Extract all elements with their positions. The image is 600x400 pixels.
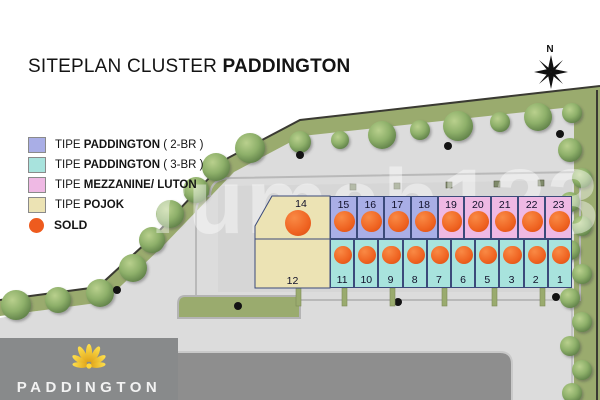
- plot-number: 19: [445, 199, 457, 211]
- plot-18[interactable]: 18: [410, 196, 438, 239]
- plot-5[interactable]: 5: [475, 239, 500, 288]
- title-prefix: SITEPLAN CLUSTER: [28, 56, 223, 77]
- legend-label: TIPE MEZZANINE/ LUTON: [55, 179, 197, 191]
- plot-10[interactable]: 10: [354, 239, 379, 288]
- plot-number: 12: [286, 275, 299, 287]
- sold-marker: [522, 211, 544, 232]
- plot-15[interactable]: 15: [330, 196, 357, 239]
- plot-number: 9: [387, 274, 394, 286]
- title-bold: PADDINGTON: [222, 56, 351, 77]
- sold-marker: [549, 211, 570, 232]
- legend-label: TIPE PADDINGTON ( 2-BR ): [55, 139, 204, 151]
- sold-marker: [334, 211, 355, 232]
- plot-22[interactable]: 22: [518, 196, 546, 239]
- plot-number: 10: [360, 274, 373, 286]
- sold-marker: [406, 246, 425, 265]
- sold-marker: [551, 246, 570, 265]
- sold-marker: [430, 246, 449, 265]
- plot-number: 1: [556, 274, 563, 286]
- legend-swatch-0: [28, 137, 46, 153]
- sold-marker: [468, 211, 490, 232]
- plot-number: 23: [552, 199, 565, 211]
- plot-number: 6: [460, 274, 467, 286]
- sold-marker: [495, 211, 517, 232]
- plot-number: 8: [411, 274, 418, 286]
- page-title: SITEPLAN CLUSTER PADDINGTON: [28, 56, 350, 78]
- north-label: N: [546, 44, 554, 55]
- sold-marker: [414, 211, 436, 232]
- plot-number: 22: [525, 199, 538, 211]
- sold-marker: [334, 246, 353, 265]
- plot-number: 11: [336, 274, 348, 286]
- legend-item: TIPE MEZZANINE/ LUTON: [28, 176, 203, 194]
- plot-19[interactable]: 19: [437, 196, 465, 239]
- sold-marker: [387, 211, 409, 232]
- plot-3[interactable]: 3: [499, 239, 524, 288]
- logo-text: PADDINGTON: [16, 379, 162, 396]
- plot-23[interactable]: 23: [545, 196, 572, 239]
- legend-swatch-sold: [29, 217, 44, 233]
- legend-label: TIPE POJOK: [55, 199, 125, 211]
- sold-marker: [358, 246, 377, 265]
- sold-marker: [479, 246, 498, 265]
- legend-swatch-1: [28, 157, 46, 173]
- plot-9[interactable]: 9: [378, 239, 403, 288]
- sold-marker: [527, 246, 546, 265]
- plot-number: 16: [364, 199, 377, 211]
- plot-2[interactable]: 2: [523, 239, 548, 288]
- plot-21[interactable]: 21: [491, 196, 519, 239]
- plot-12[interactable]: 12: [255, 239, 330, 288]
- compass-star-icon: [534, 55, 568, 89]
- plot-number: 7: [435, 274, 442, 286]
- plot-8[interactable]: 8: [402, 239, 427, 288]
- legend-item: SOLD: [28, 216, 203, 234]
- sold-marker: [503, 246, 522, 265]
- sold-marker: [382, 246, 401, 265]
- plot-number: 21: [498, 199, 511, 211]
- logo: PADDINGTON: [0, 338, 178, 400]
- plot-number: 5: [484, 274, 491, 286]
- plot-number: 17: [391, 199, 404, 211]
- plot-number: 14: [295, 198, 307, 210]
- plot-number: 2: [532, 274, 539, 286]
- plot-number: 20: [472, 199, 484, 211]
- legend-item: TIPE PADDINGTON ( 2-BR ): [28, 136, 203, 154]
- legend-label: TIPE PADDINGTON ( 3-BR ): [55, 159, 204, 171]
- plot-1[interactable]: 1: [547, 239, 572, 288]
- sold-marker: [285, 210, 311, 236]
- plot-11[interactable]: 11: [330, 239, 355, 288]
- plot-16[interactable]: 16: [356, 196, 384, 239]
- plot-20[interactable]: 20: [464, 196, 492, 239]
- plot-number: 18: [418, 199, 430, 211]
- legend-item: TIPE PADDINGTON ( 3-BR ): [28, 156, 203, 174]
- sunburst-petals-icon: [72, 344, 106, 369]
- plot-number: 3: [508, 274, 515, 286]
- plot-number: 15: [337, 199, 350, 211]
- plot-14[interactable]: 14: [272, 196, 330, 239]
- sold-marker: [441, 211, 463, 232]
- plot-7[interactable]: 7: [426, 239, 451, 288]
- legend-swatch-3: [28, 197, 46, 213]
- legend-item: TIPE POJOK: [28, 196, 203, 214]
- sold-marker: [455, 246, 474, 265]
- plot-17[interactable]: 17: [383, 196, 411, 239]
- legend: TIPE PADDINGTON ( 2-BR ) TIPE PADDINGTON …: [28, 136, 203, 236]
- legend-swatch-2: [28, 177, 46, 193]
- compass-rose: N: [530, 44, 570, 90]
- plot-6[interactable]: 6: [451, 239, 476, 288]
- legend-label: SOLD: [54, 218, 88, 232]
- sold-marker: [360, 211, 382, 232]
